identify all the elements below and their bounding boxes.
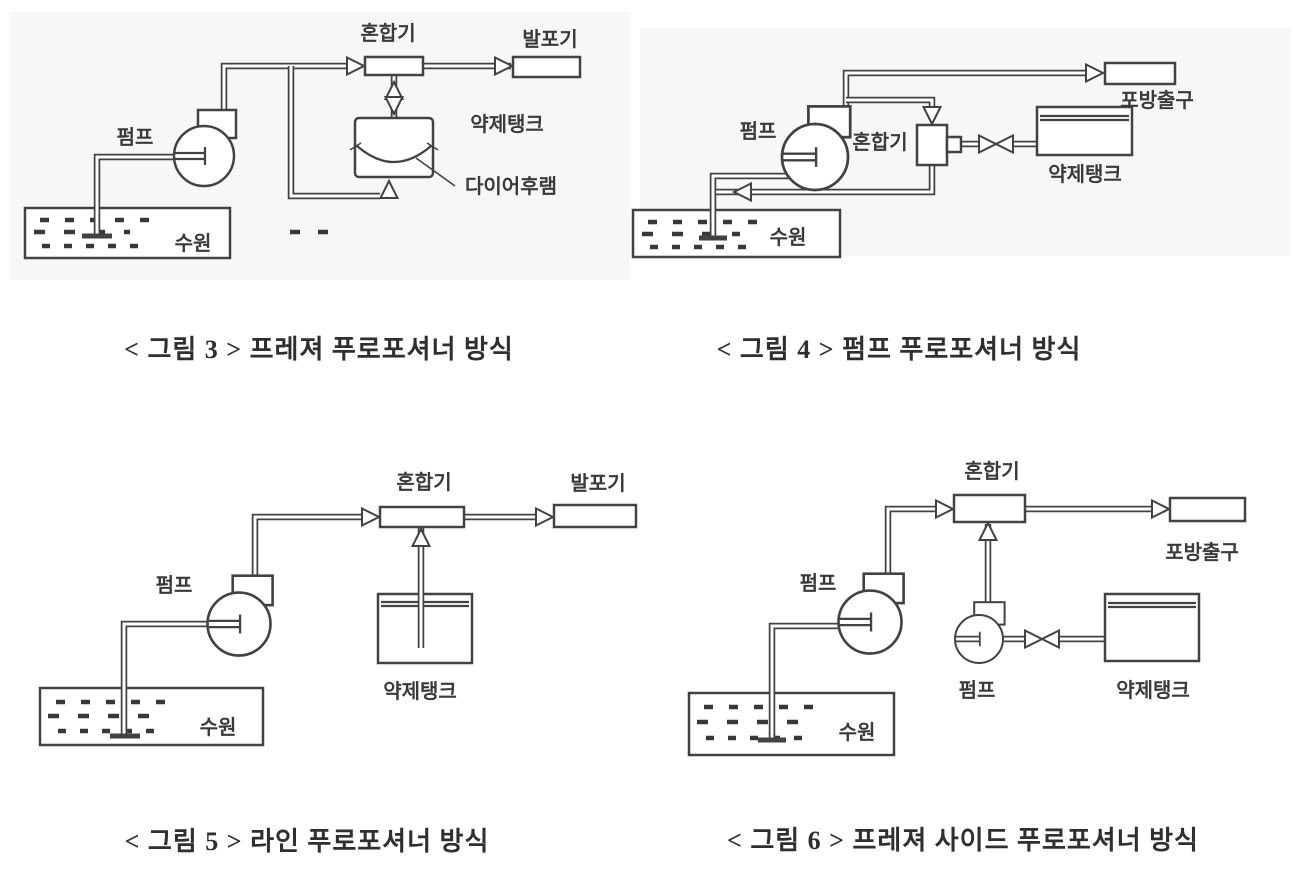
label-pump: 펌프 (800, 572, 837, 595)
valve-icon (1024, 629, 1060, 649)
agent-tank (1035, 105, 1134, 157)
diaphragm-leader (415, 157, 456, 187)
label-mixer: 혼합기 (396, 471, 451, 494)
mixer-box (363, 55, 425, 77)
figure-3-caption: < 그림 3 > 프레져 푸로포셔너 방식 (124, 335, 514, 364)
agent-pressure-tank (349, 116, 456, 187)
figure-4-diagram: 펌프 혼합기 포방출구 약제탱크 수원 (631, 61, 1194, 259)
flow-arrow-icon (411, 528, 431, 547)
figure-4-caption: < 그림 4 > 펌프 푸로포셔너 방식 (717, 335, 1082, 364)
tank-tick (349, 142, 439, 151)
figure-6-diagram: 펌프 혼합기 펌프 포방출구 약제탱크 수원 (687, 460, 1247, 757)
figure-3-diagram: 펌프 혼합기 발포기 약제탱크 다이어후램 수원 (23, 22, 582, 260)
figure-6-caption: < 그림 6 > 프레져 사이드 푸로포셔너 방식 (727, 826, 1199, 855)
foamer-box (511, 55, 582, 79)
label-pump: 펌프 (156, 574, 193, 597)
label-mixer: 혼합기 (964, 460, 1019, 483)
label-water: 수원 (839, 721, 876, 744)
water-tank (23, 206, 330, 260)
label-agent-tank: 약제탱크 (383, 680, 457, 703)
label-mixer: 혼합기 (360, 22, 415, 45)
label-agent-tank: 약제탱크 (470, 113, 544, 136)
flow-arrow-icon (361, 507, 380, 527)
foam-outlet-box (1168, 496, 1247, 523)
flow-arrow-icon (978, 522, 998, 541)
label-pump: 펌프 (117, 126, 154, 149)
label-water: 수원 (200, 716, 237, 739)
foam-outlet-box (1103, 61, 1177, 86)
pump-icon (837, 572, 905, 655)
agent-tank (376, 592, 474, 665)
figure-5-caption: < 그림 5 > 라인 푸로포셔너 방식 (125, 827, 490, 856)
label-agent-tank: 약제탱크 (1048, 163, 1122, 186)
label-pump2: 펌프 (959, 679, 996, 702)
label-pump: 펌프 (740, 120, 777, 143)
flow-arrow-icon (535, 507, 554, 527)
label-foamer: 발포기 (570, 472, 625, 495)
pump-icon (206, 574, 274, 657)
label-mixer: 혼합기 (852, 131, 907, 154)
label-agent-tank: 약제탱크 (1116, 679, 1190, 702)
agent-tank (1103, 592, 1201, 663)
flow-arrow-icon (1151, 499, 1170, 519)
diaphragm-curve (356, 145, 432, 164)
water-tank (38, 686, 265, 747)
flow-arrow-icon (935, 499, 954, 519)
label-water: 수원 (770, 226, 807, 249)
label-foam-outlet: 포방출구 (1120, 89, 1194, 112)
discharge-pipe (884, 505, 936, 575)
water-tank (687, 691, 896, 757)
label-water: 수원 (175, 232, 212, 255)
agent-pump-icon (953, 601, 1006, 665)
figure-5-diagram: 펌프 혼합기 발포기 약제탱크 수원 (38, 471, 638, 747)
water-tank (631, 208, 842, 259)
mixer-box (915, 123, 963, 167)
discharge-pipe (251, 513, 362, 577)
label-diaphragm: 다이어후램 (465, 175, 557, 198)
label-foam-outlet: 포방출구 (1165, 541, 1239, 564)
label-foamer: 발포기 (522, 28, 577, 51)
mixer-box (952, 493, 1027, 524)
mixer-box (378, 505, 466, 529)
foamer-box (552, 503, 638, 529)
